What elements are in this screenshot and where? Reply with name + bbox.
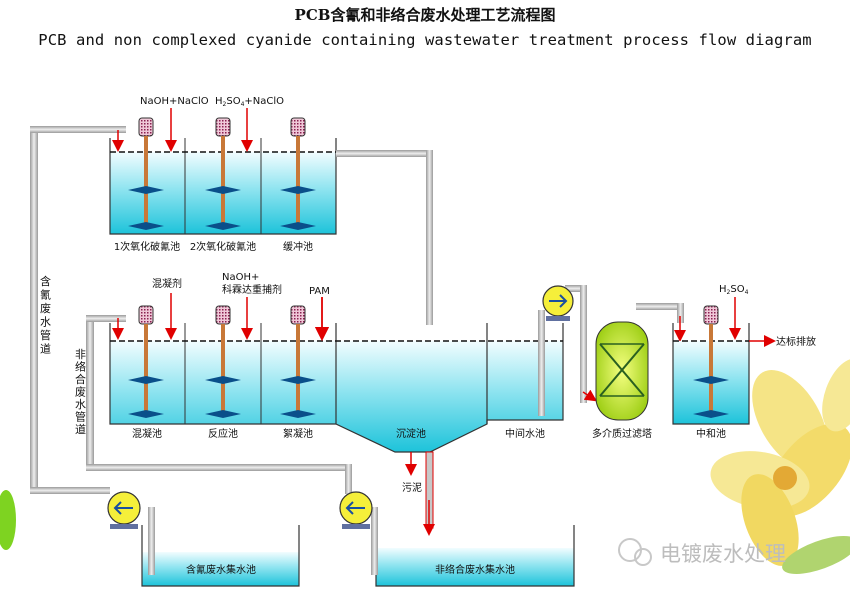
intermediate-pipe [538, 285, 686, 416]
page-subtitle: PCB and non complexed cyanide containing… [38, 31, 812, 49]
reagent-naoh-plus: NaOH+ [222, 272, 259, 283]
reagent-h2so4: H2SO4 [719, 284, 749, 296]
neutral-label: 中和池 [696, 427, 726, 440]
collect-cyanide-label: 含氰废水集水池 [186, 563, 256, 576]
mixer-top-3 [280, 117, 316, 230]
mixer-neutral [693, 305, 729, 418]
tank-label-coagulation: 混凝池 [132, 427, 162, 440]
tank-label-flocculation: 絮凝池 [283, 427, 313, 440]
flower-decoration [710, 358, 850, 574]
collect-noncomplex-label: 非络合废水集水池 [435, 563, 515, 576]
tank-label-intermediate: 中间水池 [505, 427, 545, 440]
reagent-capture-agent: 科霖达重捕剂 [222, 283, 282, 296]
discharge-label: 达标排放 [776, 335, 816, 348]
mixer-mid-1 [128, 305, 164, 418]
noncomplex-collection-tank [371, 507, 575, 587]
watermark: 电镀废水处理 [618, 538, 786, 566]
mixer-mid-2 [205, 305, 241, 418]
tank-label-buffer: 缓冲池 [283, 240, 313, 253]
reagent-coagulant: 混凝剂 [152, 277, 182, 290]
pump-cyanide [107, 491, 141, 529]
filter-label: 多介质过滤塔 [592, 427, 652, 440]
tank-label-reaction: 反应池 [208, 427, 238, 440]
tank-label-sedimentation: 沉淀池 [396, 427, 426, 440]
reagent-pam: PAM [309, 286, 330, 297]
leaf-decoration [0, 490, 16, 550]
sludge-label: 污泥 [402, 481, 422, 494]
mixer-mid-3 [280, 305, 316, 418]
sludge-pipe [423, 451, 435, 536]
multimedia-filter-tower [595, 321, 649, 421]
buffer-outlet-pipe [336, 150, 433, 325]
pipe-noncomplex-label: 非络合废水管道 [75, 348, 86, 436]
watermark-text: 电镀废水处理 [660, 542, 786, 566]
page-title: PCB含氰和非络合废水处理工艺流程图 [294, 6, 556, 24]
middle-tank-row [109, 323, 564, 476]
tank-label-oxidation-1: 1次氧化破氰池 [114, 240, 180, 253]
pump-intermediate [542, 285, 574, 321]
pipe-cyanide-label: 含氰废水管道 [40, 274, 51, 356]
reagent-h2so4-naclo: H2SO4+NaClO [215, 96, 284, 108]
tank-label-oxidation-2: 2次氧化破氰池 [190, 240, 256, 253]
noncomplex-pipe [86, 315, 352, 494]
reagent-naoh-naclo: NaOH+NaClO [140, 96, 209, 107]
cyanide-collection-tank [141, 507, 300, 587]
pump-noncomplex [339, 491, 373, 529]
cyanide-pipe [30, 126, 126, 494]
mixer-top-2 [205, 117, 241, 230]
mixer-top-1 [128, 117, 164, 230]
